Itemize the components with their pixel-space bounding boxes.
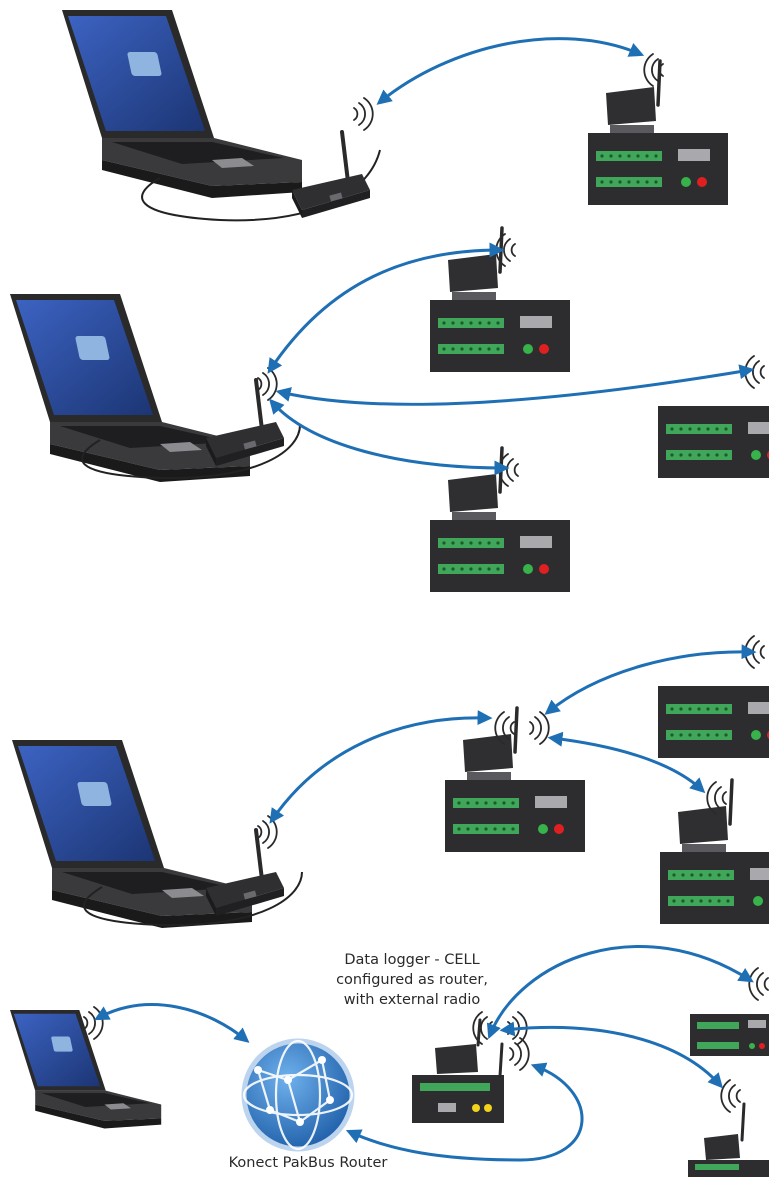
radio-waves-icon [748,967,769,1001]
link-arrow [486,945,754,1040]
link-arrow [345,1062,584,1162]
radio-waves-icon [744,355,765,389]
serial-cable [83,871,303,927]
logger-label-line2: configured as router, [336,972,488,988]
logger-label-line3: with external radio [344,992,481,1008]
datalogger-icon [588,61,728,205]
radio-waves-icon [529,711,550,745]
radio-waves-icon [472,1011,493,1045]
datalogger-icon [658,406,769,478]
link-arrow [269,710,493,824]
datalogger-icon [690,1014,769,1056]
link-arrow [267,242,505,374]
panel-point-to-multipoint [10,228,769,592]
radio-waves-icon [353,97,374,131]
panel-repeater-network [12,635,769,928]
link-arrow [94,1003,250,1043]
radio-modem-icon [290,130,372,220]
link-arrow [269,398,510,476]
radio-waves-icon [257,815,278,849]
link-arrow [499,1021,723,1089]
link-arrow [275,364,755,406]
link-arrow [544,644,757,715]
link-arrow [547,731,706,794]
logger-label-line1: Data logger - CELL [344,952,479,968]
panel-point-to-point [62,10,728,222]
radio-waves-icon [257,367,278,401]
datalogger-icon [688,1102,769,1177]
panel-cellular-router-network: Konect PakBus Router Data logger - CELL … [10,945,769,1177]
globe-icon [241,1038,355,1152]
radio-modem-icon [204,828,286,918]
radio-modem-icon [204,378,286,468]
link-arrow [376,37,645,105]
datalogger-icon [445,708,585,852]
datalogger-router-icon [412,1018,504,1123]
laptop-icon [62,10,302,198]
datalogger-icon [658,686,769,758]
radio-waves-icon [720,1079,741,1113]
router-label: Konect PakBus Router [229,1155,388,1171]
